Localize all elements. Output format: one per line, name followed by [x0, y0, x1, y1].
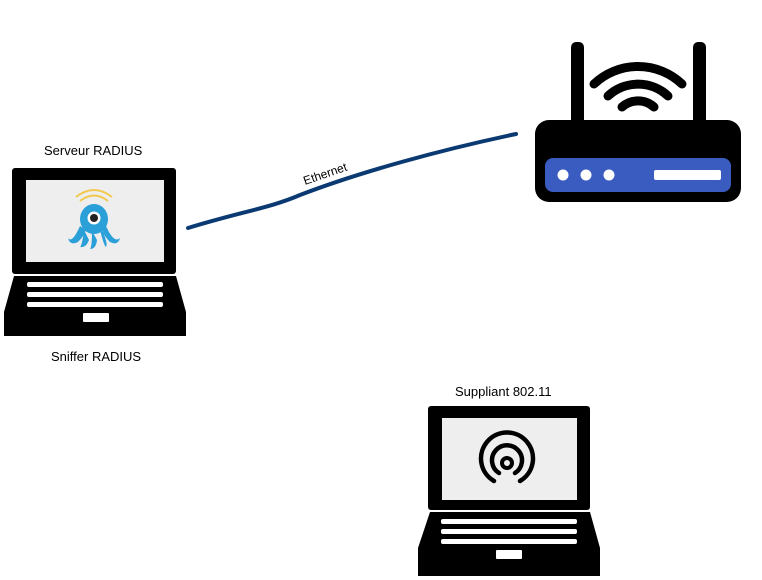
supplicant-laptop [418, 406, 600, 576]
supplicant-label: Suppliant 802.11 [455, 384, 552, 399]
radius-server-label: Serveur RADIUS [44, 143, 143, 158]
wifi-signal-icon [478, 430, 536, 484]
ethernet-link [186, 132, 518, 230]
radius-server-laptop [4, 168, 186, 336]
octopus-sniffer-icon [68, 189, 120, 249]
radius-sniffer-label: Sniffer RADIUS [51, 349, 142, 364]
wifi-router-icon [535, 42, 741, 202]
